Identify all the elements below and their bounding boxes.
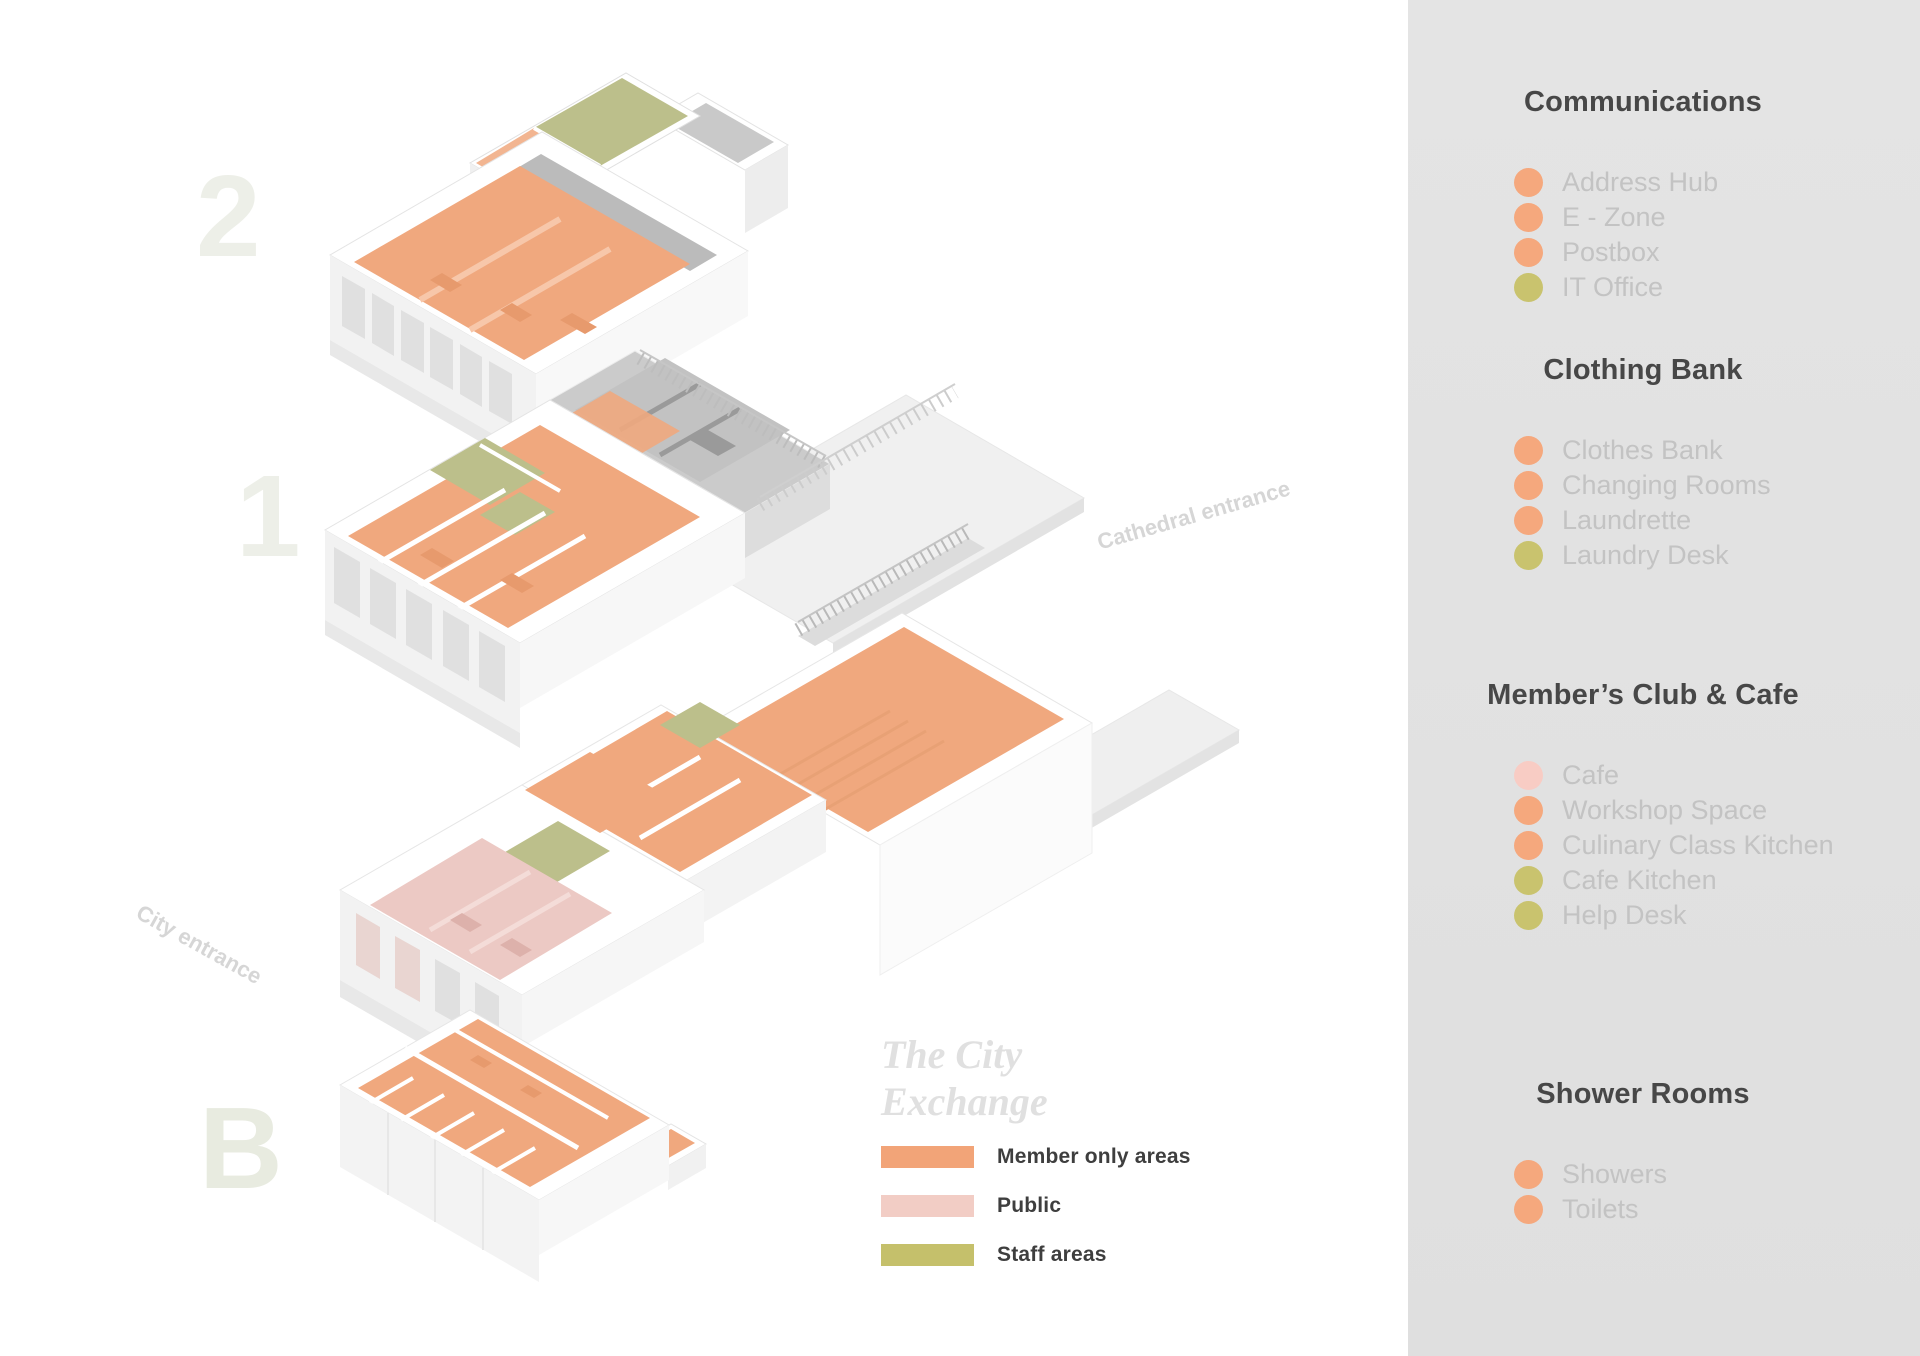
section-members-club-cafe: Member’s Club & Cafe Cafe Workshop Space…	[1408, 679, 1920, 933]
room-label: Help Desk	[1562, 900, 1687, 930]
section-list: Clothes Bank Changing Rooms Laundrette L…	[1408, 433, 1920, 573]
room-label: Cafe Kitchen	[1562, 865, 1717, 895]
member-area-dot	[1514, 203, 1543, 232]
list-item: Workshop Space	[1408, 793, 1920, 828]
project-title-line1: The City	[881, 1032, 1023, 1077]
member-area-dot	[1514, 506, 1543, 535]
project-title: The City Exchange	[881, 1032, 1048, 1126]
section-communications: Communications Address Hub E - Zone Post…	[1408, 86, 1920, 305]
room-label: E - Zone	[1562, 202, 1666, 232]
list-item: Postbox	[1408, 235, 1920, 270]
floor-label-basement: B	[199, 1083, 283, 1213]
section-title: Clothing Bank	[1543, 354, 1743, 386]
room-label: IT Office	[1562, 272, 1664, 302]
room-label: Toilets	[1562, 1194, 1639, 1224]
room-label: Postbox	[1562, 237, 1660, 267]
section-clothing-bank: Clothing Bank Clothes Bank Changing Room…	[1408, 354, 1920, 573]
public-area-dot	[1514, 761, 1543, 790]
list-item: E - Zone	[1408, 200, 1920, 235]
basement-facade	[340, 1085, 539, 1282]
room-label: Culinary Class Kitchen	[1562, 830, 1834, 860]
public-areas-swatch	[881, 1195, 974, 1217]
staff-area-dot	[1514, 901, 1543, 930]
section-list: Address Hub E - Zone Postbox IT Office	[1408, 165, 1920, 305]
list-item: Laundrette	[1408, 503, 1920, 538]
floor-label-1: 1	[236, 451, 301, 581]
member-area-dot	[1514, 1195, 1543, 1224]
legend: Member only areas Public Staff areas	[881, 1145, 1191, 1293]
member-area-dot	[1514, 436, 1543, 465]
room-label: Laundry Desk	[1562, 540, 1729, 570]
room-label: Cafe	[1562, 760, 1620, 790]
member-area-dot	[1514, 1160, 1543, 1189]
member-areas-swatch	[881, 1146, 974, 1168]
legend-row: Public	[881, 1194, 1191, 1217]
floor1-staff-area	[430, 438, 545, 505]
ground-member-hall	[708, 627, 1064, 832]
floor-1-plan	[324, 349, 1085, 748]
ground-public-cafe	[370, 838, 612, 980]
room-label: Laundrette	[1562, 505, 1692, 535]
list-item: Toilets	[1408, 1192, 1920, 1227]
member-area-dot	[1514, 796, 1543, 825]
list-item: Laundry Desk	[1408, 538, 1920, 573]
floor-2-plan	[329, 72, 789, 474]
section-shower-rooms: Shower Rooms Showers Toilets	[1408, 1078, 1920, 1227]
legend-label: Staff areas	[997, 1243, 1107, 1266]
room-label: Workshop Space	[1562, 795, 1768, 825]
isometric-floor-plans	[324, 72, 1241, 1282]
staff-area-dot	[1514, 866, 1543, 895]
room-label: Changing Rooms	[1562, 470, 1771, 500]
legend-label: Member only areas	[997, 1145, 1191, 1168]
list-item: Culinary Class Kitchen	[1408, 828, 1920, 863]
legend-row: Staff areas	[881, 1243, 1191, 1266]
member-area-dot	[1514, 168, 1543, 197]
floor2-member-area	[354, 166, 690, 360]
ground-staff-area	[660, 702, 740, 748]
room-label: Address Hub	[1562, 167, 1719, 197]
sidebar: Communications Address Hub E - Zone Post…	[1408, 0, 1920, 1356]
list-item: Address Hub	[1408, 165, 1920, 200]
staff-area-dot	[1514, 273, 1543, 302]
list-item: Showers	[1408, 1157, 1920, 1192]
member-area-dot	[1514, 831, 1543, 860]
section-title: Shower Rooms	[1536, 1078, 1750, 1110]
member-area-dot	[1514, 471, 1543, 500]
legend-row: Member only areas	[881, 1145, 1191, 1168]
legend-label: Public	[997, 1194, 1062, 1217]
section-title: Member’s Club & Cafe	[1487, 679, 1799, 711]
staff-area-dot	[1514, 541, 1543, 570]
list-item: Help Desk	[1408, 898, 1920, 933]
staff-areas-swatch	[881, 1244, 974, 1266]
floor-label-2: 2	[196, 151, 261, 281]
list-item: Cafe Kitchen	[1408, 863, 1920, 898]
list-item: Cafe	[1408, 758, 1920, 793]
section-list: Showers Toilets	[1408, 1157, 1920, 1227]
floor2-staff-area	[534, 78, 688, 166]
list-item: IT Office	[1408, 270, 1920, 305]
list-item: Changing Rooms	[1408, 468, 1920, 503]
project-title-line2: Exchange	[881, 1078, 1048, 1124]
section-title: Communications	[1523, 86, 1763, 118]
room-label: Showers	[1562, 1159, 1668, 1189]
room-label: Clothes Bank	[1562, 435, 1723, 465]
list-item: Clothes Bank	[1408, 433, 1920, 468]
section-list: Cafe Workshop Space Culinary Class Kitch…	[1408, 758, 1920, 933]
basement-plan	[339, 1009, 708, 1282]
member-area-dot	[1514, 238, 1543, 267]
